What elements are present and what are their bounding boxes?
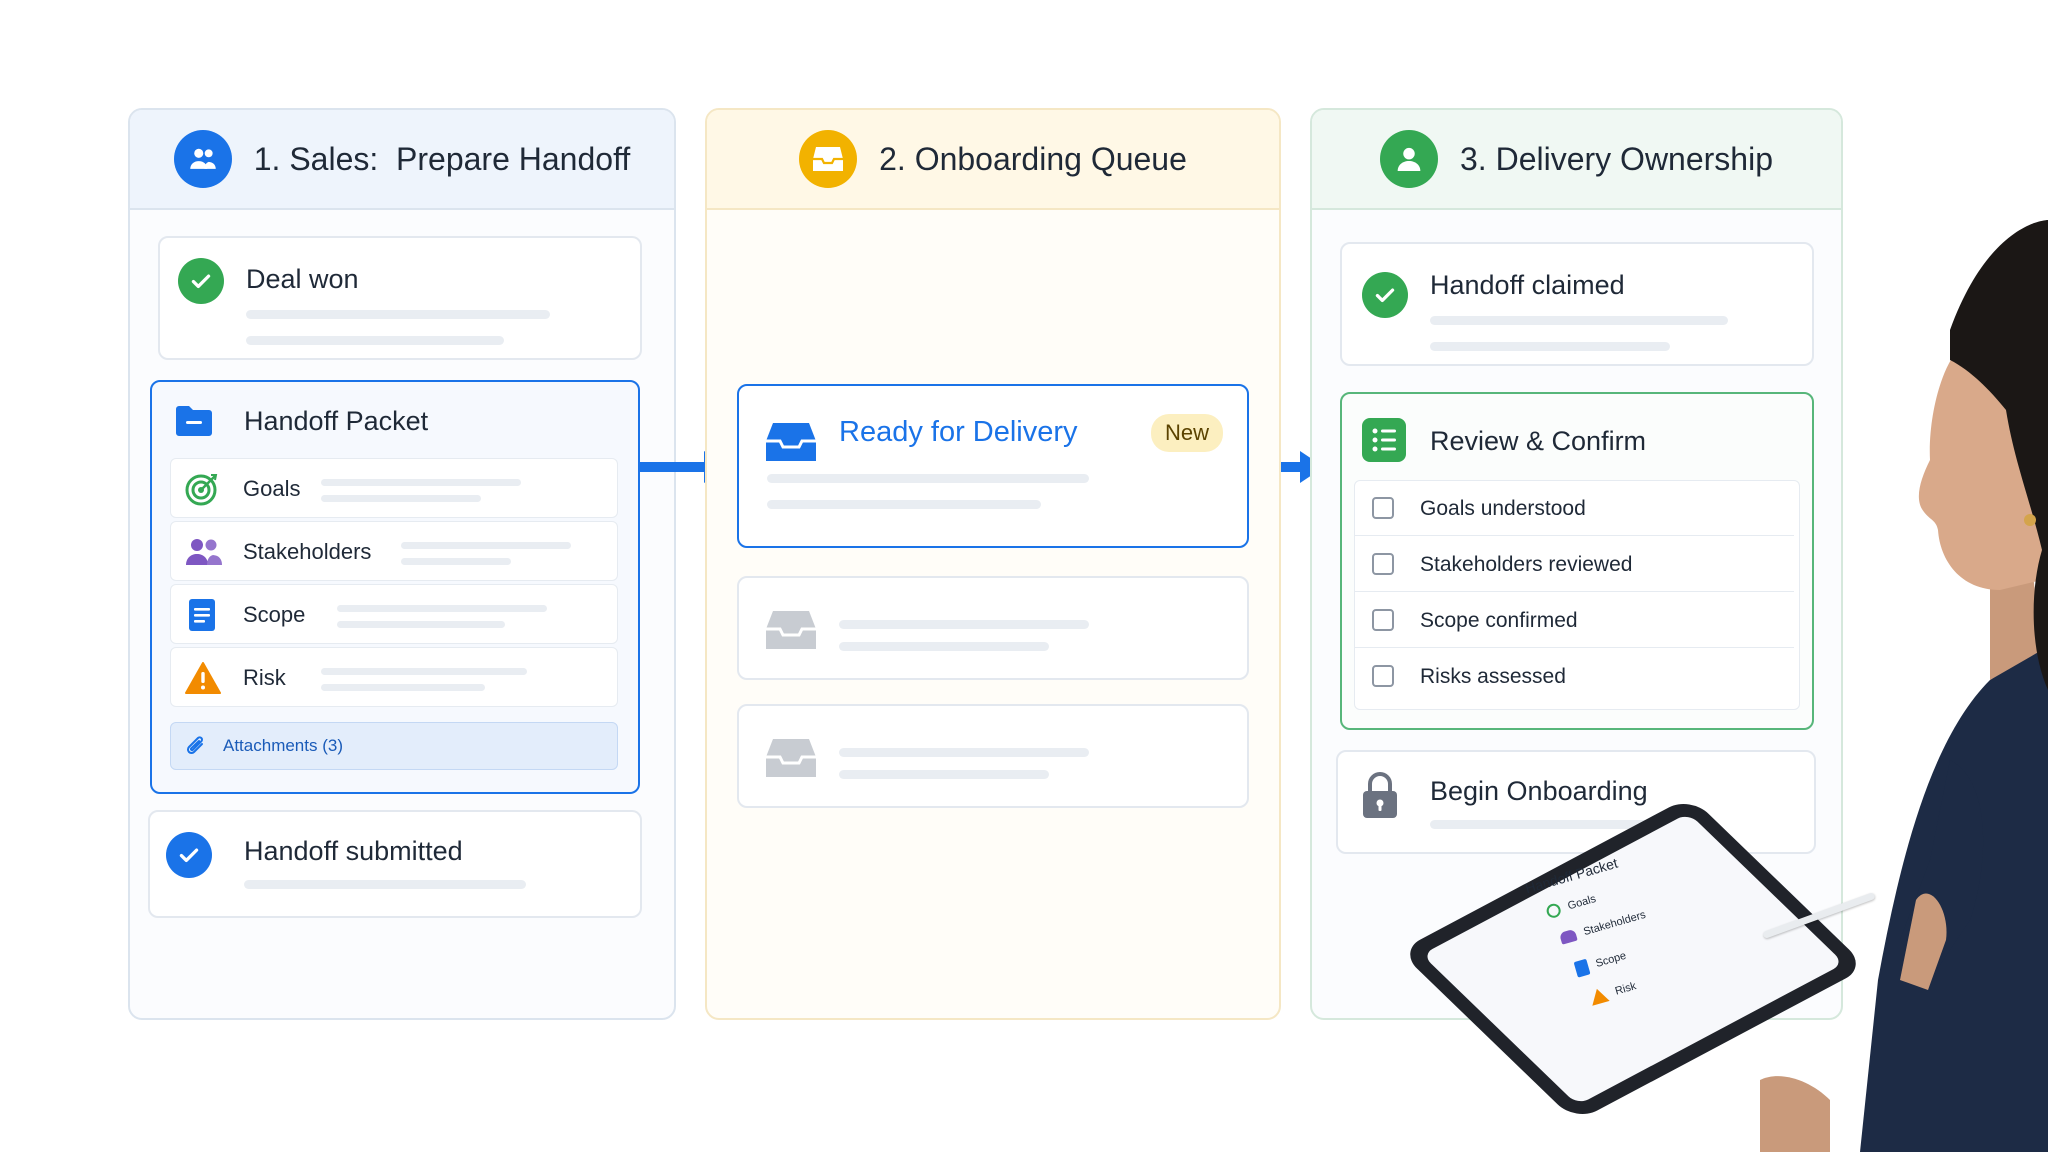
warning-icon (1588, 986, 1610, 1006)
placeholder-line (839, 620, 1089, 629)
review-confirm-title: Review & Confirm (1430, 426, 1647, 456)
handoff-claimed-label: Handoff claimed (1430, 270, 1625, 300)
new-badge: New (1150, 414, 1223, 452)
placeholder-line (839, 770, 1049, 779)
lock-icon (1360, 770, 1400, 825)
target-icon (185, 472, 219, 506)
packet-item-goals[interactable]: Goals (170, 458, 618, 518)
tablet-item: Stakeholders (1582, 908, 1648, 939)
column-sales-header: 1. Sales: Prepare Handoff (130, 110, 674, 210)
begin-onboarding-label: Begin Onboarding (1430, 776, 1648, 806)
checklist-item[interactable]: Scope confirmed (1354, 594, 1794, 648)
document-icon (185, 598, 219, 632)
column-queue-title: 2. Onboarding Queue (879, 140, 1187, 177)
queue-item-placeholder[interactable] (737, 704, 1249, 808)
packet-item-label: Stakeholders (243, 539, 372, 564)
queue-item-placeholder[interactable] (737, 576, 1249, 680)
placeholder-line (401, 558, 511, 565)
check-circle-icon (1362, 272, 1408, 318)
deal-won-label: Deal won (246, 264, 359, 294)
checkbox[interactable] (1372, 665, 1394, 687)
column-delivery-title: 3. Delivery Ownership (1460, 140, 1773, 177)
folder-icon (174, 404, 214, 438)
tablet-item: Scope (1594, 949, 1628, 970)
checkbox[interactable] (1372, 497, 1394, 519)
placeholder-line (839, 642, 1049, 651)
checkbox[interactable] (1372, 553, 1394, 575)
packet-item-stakeholders[interactable]: Stakeholders (170, 521, 618, 581)
column-sales-title: 1. Sales: Prepare Handoff (253, 140, 631, 177)
column-queue: 2. Onboarding Queue Ready for Delivery N… (705, 108, 1281, 1020)
begin-onboarding-card[interactable]: Begin Onboarding (1336, 750, 1816, 854)
handoff-submitted-label: Handoff submitted (244, 836, 463, 866)
ready-for-delivery-card[interactable]: Ready for Delivery New (737, 384, 1249, 548)
placeholder-line (337, 605, 547, 612)
checklist-item[interactable]: Goals understood (1354, 482, 1794, 536)
stakeholders-icon (1559, 928, 1578, 945)
target-icon (1544, 902, 1563, 920)
inbox-icon (799, 130, 858, 188)
placeholder-line (244, 880, 526, 889)
person-icon (1380, 130, 1438, 188)
placeholder-line (321, 684, 485, 691)
handoff-claimed-card[interactable]: Handoff claimed (1340, 242, 1814, 366)
checklist-item[interactable]: Risks assessed (1354, 650, 1794, 704)
deal-won-card[interactable]: Deal won (158, 236, 642, 360)
placeholder-line (321, 495, 481, 502)
checklist-item-label: Stakeholders reviewed (1420, 553, 1633, 576)
tablet-item: Goals (1566, 892, 1598, 913)
placeholder-line (401, 542, 571, 549)
checklist-item[interactable]: Stakeholders reviewed (1354, 538, 1794, 592)
placeholder-line (246, 336, 504, 345)
placeholder-line (1430, 820, 1716, 829)
placeholder-line (767, 500, 1041, 509)
inbox-icon (765, 420, 817, 469)
packet-item-risk[interactable]: Risk (170, 647, 618, 707)
tablet-item: Risk (1613, 979, 1638, 998)
checklist (1354, 480, 1800, 710)
checklist-item-label: Scope confirmed (1420, 609, 1578, 632)
checkbox[interactable] (1372, 609, 1394, 631)
placeholder-line (321, 668, 527, 675)
check-circle-icon (178, 258, 224, 304)
column-delivery-header: 3. Delivery Ownership (1312, 110, 1841, 210)
handoff-packet-card[interactable]: Handoff Packet Goals Stakeholders Scope (150, 380, 640, 794)
attachments-bar[interactable]: Attachments (3) (170, 722, 618, 770)
placeholder-line (246, 310, 550, 319)
packet-item-scope[interactable]: Scope (170, 584, 618, 644)
handoff-submitted-card[interactable]: Handoff submitted (148, 810, 642, 918)
ready-for-delivery-title: Ready for Delivery (839, 416, 1078, 448)
inbox-icon (765, 736, 817, 785)
attachments-label: Attachments (3) (223, 736, 343, 755)
check-circle-icon (166, 832, 212, 878)
handoff-packet-title: Handoff Packet (244, 406, 429, 436)
column-sales: 1. Sales: Prepare Handoff Deal won Hando… (128, 108, 676, 1020)
checklist-item-label: Risks assessed (1420, 665, 1566, 688)
placeholder-line (767, 474, 1089, 483)
column-queue-header: 2. Onboarding Queue (707, 110, 1279, 210)
people-icon (173, 130, 232, 188)
document-icon (1573, 958, 1591, 978)
inbox-icon (765, 608, 817, 657)
warning-icon (185, 661, 221, 695)
checklist-item-label: Goals understood (1420, 497, 1586, 520)
paperclip-icon (185, 735, 207, 764)
placeholder-line (321, 479, 521, 486)
person-illustration (1430, 220, 2048, 1152)
placeholder-line (1430, 342, 1670, 351)
checklist-icon (1362, 418, 1406, 467)
placeholder-line (839, 748, 1089, 757)
placeholder-line (337, 621, 505, 628)
review-confirm-card[interactable]: Review & Confirm Goals understood Stakeh… (1340, 392, 1814, 730)
packet-item-label: Risk (243, 665, 286, 690)
packet-item-label: Goals (243, 476, 301, 501)
placeholder-line (1430, 316, 1728, 325)
stakeholders-icon (185, 535, 222, 569)
packet-item-label: Scope (243, 602, 306, 627)
